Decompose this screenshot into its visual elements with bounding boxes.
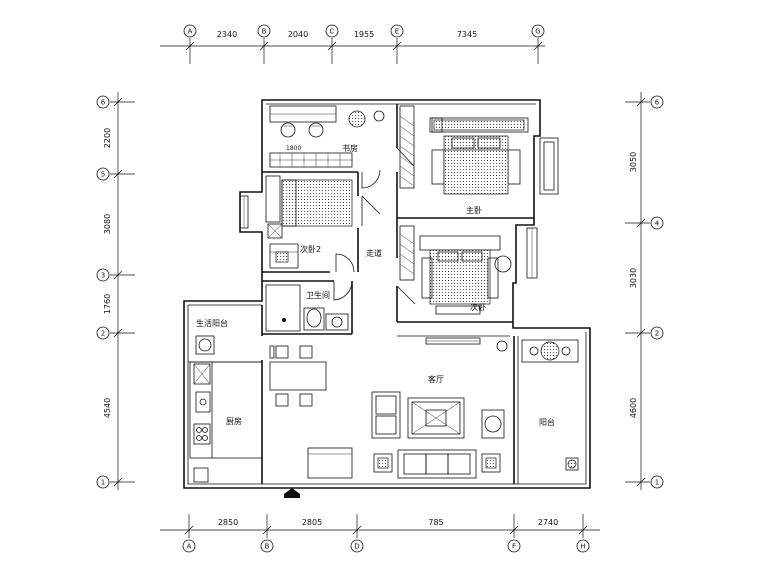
top-axis-g: G [531, 24, 545, 38]
utility-balcony-label: 生活阳台 [196, 318, 228, 328]
right-axis-label: 6 [655, 99, 660, 107]
bathroom-label: 卫生间 [306, 290, 330, 300]
master-wardrobe [396, 105, 415, 189]
study: 1800 书房 [269, 105, 385, 189]
kitchen: 厨房 [189, 361, 262, 483]
left-axis-1: 1 [96, 475, 110, 489]
entrance-arrow-icon [284, 488, 300, 498]
top-axis-label: C [330, 28, 335, 36]
left-dimension-chain: 6 5 3 2 1 2200 3080 1760 4540 [96, 92, 135, 490]
left-axis-label: 1 [101, 479, 105, 487]
bottom-dimension-chain: A B D F H 2850 2805 785 2740 [160, 514, 600, 553]
left-axis-label: 5 [101, 171, 105, 179]
right-axis-label: 4 [655, 220, 660, 228]
bottom-axis-label: B [265, 543, 270, 551]
top-dim-2: 2040 [288, 30, 308, 39]
top-dimension-chain: A B C E G 2340 2040 1955 7345 [160, 24, 545, 64]
dining-area [269, 345, 327, 407]
corridor-label: 走道 [366, 248, 382, 258]
study-chair-2 [308, 122, 324, 138]
left-axis-6: 6 [96, 95, 110, 109]
bed-width-label: 1800 [286, 145, 301, 152]
bottom-axis-h: H [576, 539, 590, 553]
right-dim-1: 3050 [629, 152, 638, 172]
bottom-axis-label: D [354, 543, 359, 551]
balcony: 阳台 [521, 339, 579, 471]
master-bedroom: 主卧 [429, 117, 529, 215]
right-axis-label: 2 [655, 330, 659, 338]
study-label: 书房 [342, 143, 358, 153]
right-dim-2: 3030 [629, 268, 638, 288]
right-axis-2: 2 [650, 326, 664, 340]
top-dim-1: 2340 [217, 30, 237, 39]
top-axis-a: A [183, 24, 197, 38]
top-axis-label: E [395, 28, 399, 36]
balcony-label: 阳台 [539, 417, 555, 427]
bottom-axis-label: H [580, 543, 585, 551]
right-axis-4: 4 [650, 216, 664, 230]
right-axis-1: 1 [650, 475, 664, 489]
corridor: 走道 [361, 195, 382, 258]
living-room: 客厅 [307, 340, 508, 479]
living-room-label: 客厅 [428, 374, 444, 384]
windows [239, 137, 559, 345]
kitchen-label: 厨房 [226, 416, 242, 426]
left-axis-3: 3 [96, 268, 110, 282]
top-dim-4: 7345 [457, 30, 477, 39]
bottom-axis-label: A [187, 543, 192, 551]
master-bedroom-label: 主卧 [466, 205, 482, 215]
top-axis-e: E [390, 24, 404, 38]
left-axis-label: 6 [101, 99, 106, 107]
bedroom-3-label: 次卧 [470, 302, 486, 312]
bottom-dim-2: 2805 [302, 518, 322, 527]
left-axis-label: 3 [101, 272, 105, 280]
bottom-dim-3: 785 [428, 518, 443, 527]
right-dim-3: 4600 [629, 398, 638, 418]
top-axis-label: B [262, 28, 267, 36]
left-dim-3: 1760 [103, 294, 112, 314]
bathroom: 卫生间 [265, 281, 353, 332]
left-axis-label: 2 [101, 330, 105, 338]
door-swing [361, 169, 381, 189]
left-axis-2: 2 [96, 326, 110, 340]
top-axis-label: A [188, 28, 193, 36]
bottom-dim-1: 2850 [218, 518, 238, 527]
plant-icon [348, 110, 366, 128]
left-dim-4: 4540 [103, 398, 112, 418]
left-dim-2: 3080 [103, 214, 112, 234]
bedroom-2-label: 次卧2 [300, 244, 321, 254]
left-dim-1: 2200 [103, 128, 112, 148]
bottom-axis-b: B [260, 539, 274, 553]
bottom-axis-d: D [350, 539, 364, 553]
outer-walls [183, 99, 591, 489]
utility-balcony: 生活阳台 [188, 318, 262, 363]
bedroom-3: 次卧 [396, 225, 512, 315]
top-dim-3: 1955 [354, 30, 374, 39]
bottom-dim-4: 2740 [538, 518, 558, 527]
right-axis-label: 1 [655, 479, 659, 487]
top-axis-c: C [325, 24, 339, 38]
right-dimension-chain: 6 4 2 1 3050 3030 4600 [625, 92, 664, 490]
left-axis-5: 5 [96, 167, 110, 181]
interior-walls [261, 104, 534, 484]
top-axis-b: B [257, 24, 271, 38]
bottom-axis-f: F [507, 539, 521, 553]
lamp-icon [373, 110, 385, 122]
right-axis-6: 6 [650, 95, 664, 109]
bedroom-2: 次卧2 [265, 175, 355, 273]
bottom-axis-a: A [182, 539, 196, 553]
bottom-axis-label: F [512, 543, 516, 551]
top-axis-label: G [535, 28, 540, 36]
study-chair-1 [280, 122, 296, 138]
